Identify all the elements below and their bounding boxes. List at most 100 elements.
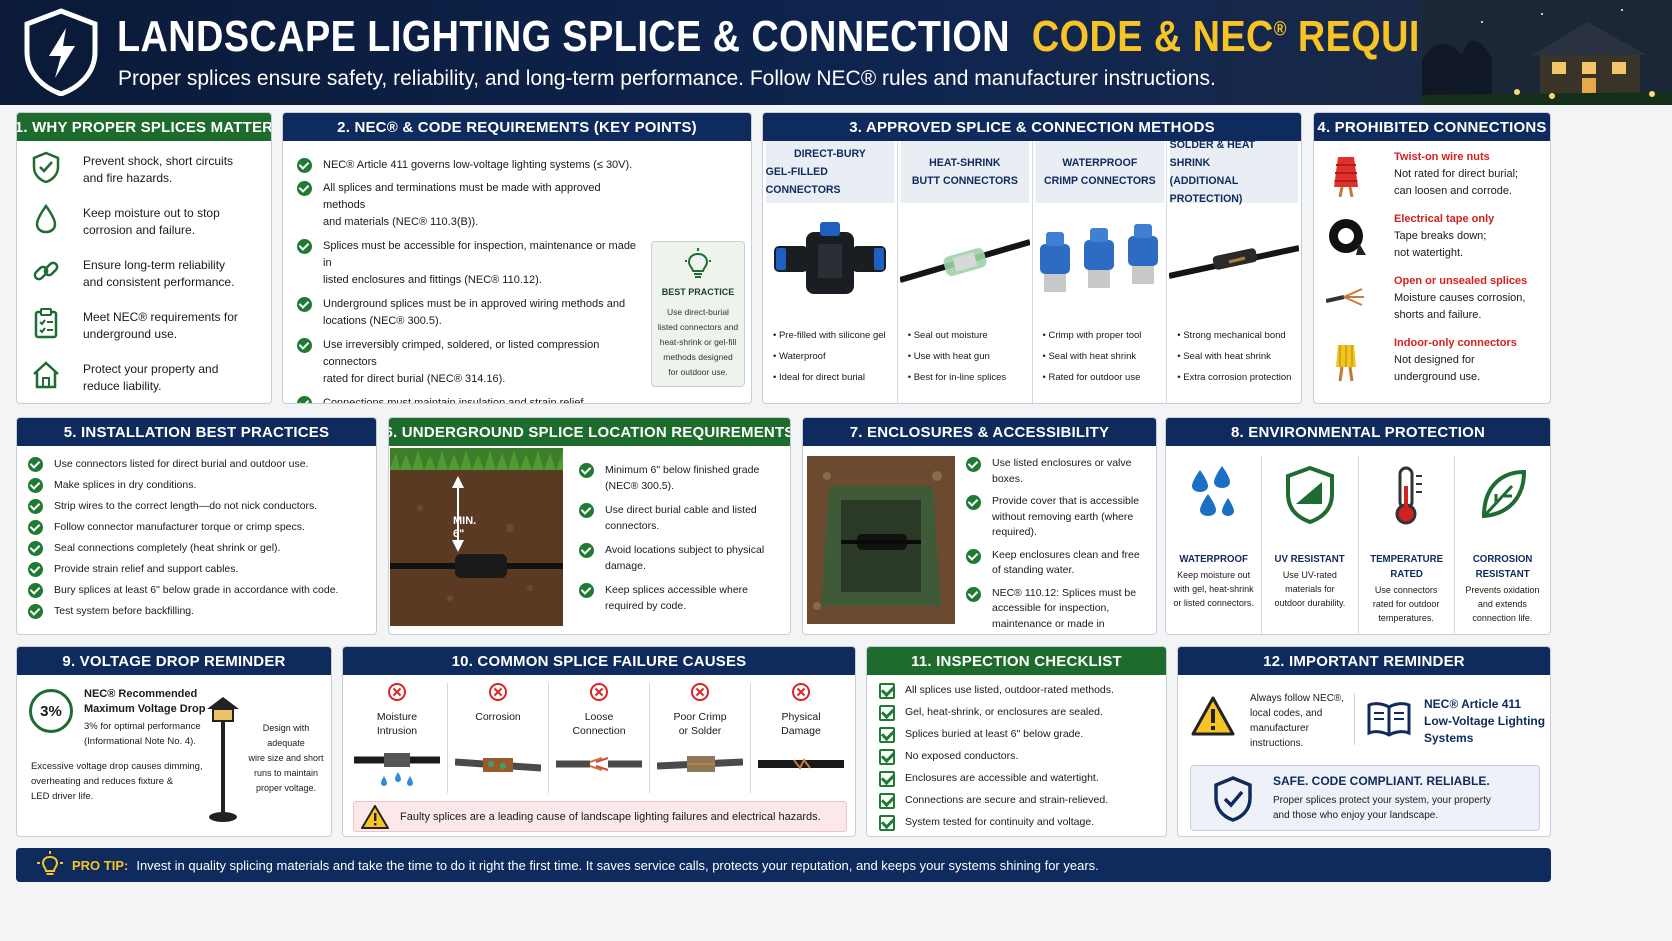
text-line: Design with adequate (262, 723, 310, 748)
text-line: Proper splices protect your system, your… (1273, 795, 1491, 806)
text-line: (NEC® 300.5). (605, 480, 675, 492)
text-line: Meet NEC® requirements for (83, 309, 238, 324)
text-line: Ensure long-term reliability (83, 257, 226, 272)
text-line: RESISTANT (1475, 568, 1530, 580)
check-circle-icon (28, 457, 43, 472)
method-bullet: • Rated for outdoor use (1043, 367, 1167, 388)
text-line: maintenance or made in (992, 617, 1105, 630)
checkbox-checked-icon (879, 704, 895, 721)
text-line: Splices must be accessible for inspectio… (323, 240, 637, 269)
text-line: Intrusion (376, 725, 418, 737)
practice-text: Follow connector manufacturer torque or … (54, 521, 305, 533)
light-bulb-icon (37, 851, 63, 875)
bullet-text: Use with heat gun (913, 351, 990, 362)
safe-title: SAFE. CODE COMPLIANT. RELIABLE. (1273, 774, 1490, 788)
bullet-dot: • (907, 330, 914, 341)
bullet-text: Extra corrosion protection (1183, 372, 1292, 383)
text-line: methods designed (663, 352, 733, 362)
text-line: and materials (NEC® 110.3(B)). (323, 216, 479, 228)
section-installation-best-practices: 5. INSTALLATION BEST PRACTICES Use conne… (16, 417, 377, 635)
text-line: heat-shrink or gel-fill (659, 337, 737, 347)
practice-text: Bury splices at least 6" below grade in … (54, 584, 339, 596)
requirement-item: Connections must maintain insulation and… (297, 395, 642, 403)
text-line: Keep splices accessible where (605, 584, 748, 596)
check-circle-icon (297, 396, 312, 403)
requirement-item: Use irreversibly crimped, soldered, or l… (297, 337, 642, 388)
checklist-text: Connections are secure and strain-reliev… (905, 794, 1109, 806)
text-line: Avoid locations subject to physical (605, 544, 765, 556)
light-bulb-icon (685, 248, 711, 278)
text-line: materials for (1285, 584, 1335, 594)
best-practice-title: BEST PRACTICE (661, 287, 735, 297)
text-line: wire size and short (248, 753, 324, 763)
text-line: RATED (1389, 568, 1423, 580)
text-line: or listed connectors. (1173, 598, 1254, 608)
section-why-proper-splices: 1. WHY PROPER SPLICES MATTER Prevent sho… (16, 112, 272, 404)
practice-text: Strip wires to the correct length—do not… (54, 500, 318, 512)
text-line: not watertight. (1394, 247, 1464, 259)
check-circle-icon (579, 503, 594, 518)
text-line: rated for outdoor (1372, 599, 1440, 609)
text-line: approved enclosures. (992, 632, 1136, 634)
bullet-text: Best for in-line splices (913, 372, 1007, 383)
text-line: Not designed for (1394, 354, 1475, 366)
text-line: UV RESISTANT (1274, 553, 1345, 565)
text-line: listed connectors and (657, 322, 739, 332)
failure-image (549, 748, 649, 793)
path-light-icon (207, 697, 239, 822)
text-line: (ADDITIONAL PROTECTION) (1169, 175, 1243, 205)
section-nec-code-requirements: 2. NEC® & CODE REQUIREMENTS (KEY POINTS)… (282, 112, 752, 404)
text-line: Moisture causes corrosion, (1394, 292, 1526, 304)
text-line: Low-Voltage Lighting (1424, 714, 1546, 728)
text-line: Systems (1424, 731, 1474, 745)
check-circle-icon (579, 543, 594, 558)
uv-shield-icon (1262, 456, 1357, 534)
water-drops-icon (1166, 456, 1261, 534)
voltage-drop-effects: Excessive voltage drop causes dimming,ov… (31, 759, 203, 804)
text-line: NEC® Article 411 governs low-voltage lig… (323, 159, 633, 171)
text-line: Use direct-burial (667, 307, 729, 317)
text-line: and fire hazards. (83, 170, 173, 185)
safe-compliant-box: SAFE. CODE COMPLIANT. RELIABLE. Proper s… (1190, 765, 1540, 831)
check-circle-icon (966, 586, 981, 602)
electrical-tape-icon (1326, 213, 1370, 264)
text-line: Use listed enclosures or valve boxes. (992, 457, 1132, 485)
checkbox-checked-icon (879, 682, 895, 699)
bullet-dot: • (773, 372, 779, 383)
location-item: Minimum 6" below finished grade (NEC® 300… (579, 462, 789, 494)
text-line: NEC® Article 411 (1424, 697, 1522, 711)
failure-cause: Corrosion (448, 683, 549, 793)
valve-box-photo (807, 456, 955, 624)
water-drop-icon (31, 203, 67, 240)
text-line: for outdoor use. (668, 367, 728, 377)
bullet-dot: • (907, 372, 914, 383)
checklist-text: System tested for continuity and voltage… (905, 816, 1095, 828)
text-line: Poor Crimp (673, 711, 727, 723)
text-line: required by code. (605, 600, 687, 612)
text-line: Damage (781, 725, 821, 737)
bullet-dot: • (1042, 330, 1049, 341)
check-circle-icon (28, 583, 43, 598)
text-line: Open or unsealed splices (1394, 275, 1528, 287)
method-bullet: • Seal with heat shrink (1177, 346, 1301, 367)
bullet-dot: • (1177, 351, 1184, 362)
bullet-text: Seal out moisture (913, 330, 988, 341)
text-line: Moisture (376, 711, 418, 723)
section-inspection-checklist: 11. INSPECTION CHECKLIST All splices use… (866, 646, 1167, 837)
practice-text: Use connectors listed for direct burial … (54, 458, 309, 470)
code-book-icon (1367, 702, 1411, 737)
text-line: CRIMP CONNECTORS (1043, 175, 1156, 187)
practice-item: Provide strain relief and support cables… (28, 561, 376, 578)
text-line: Minimum 6" below finished grade (605, 464, 760, 476)
practice-text: Provide strain relief and support cables… (54, 563, 239, 575)
method-bullet: • Extra corrosion protection (1177, 367, 1301, 388)
bullet-dot: • (1177, 372, 1184, 383)
text-line: GEL-FILLED CONNECTORS (765, 166, 841, 196)
